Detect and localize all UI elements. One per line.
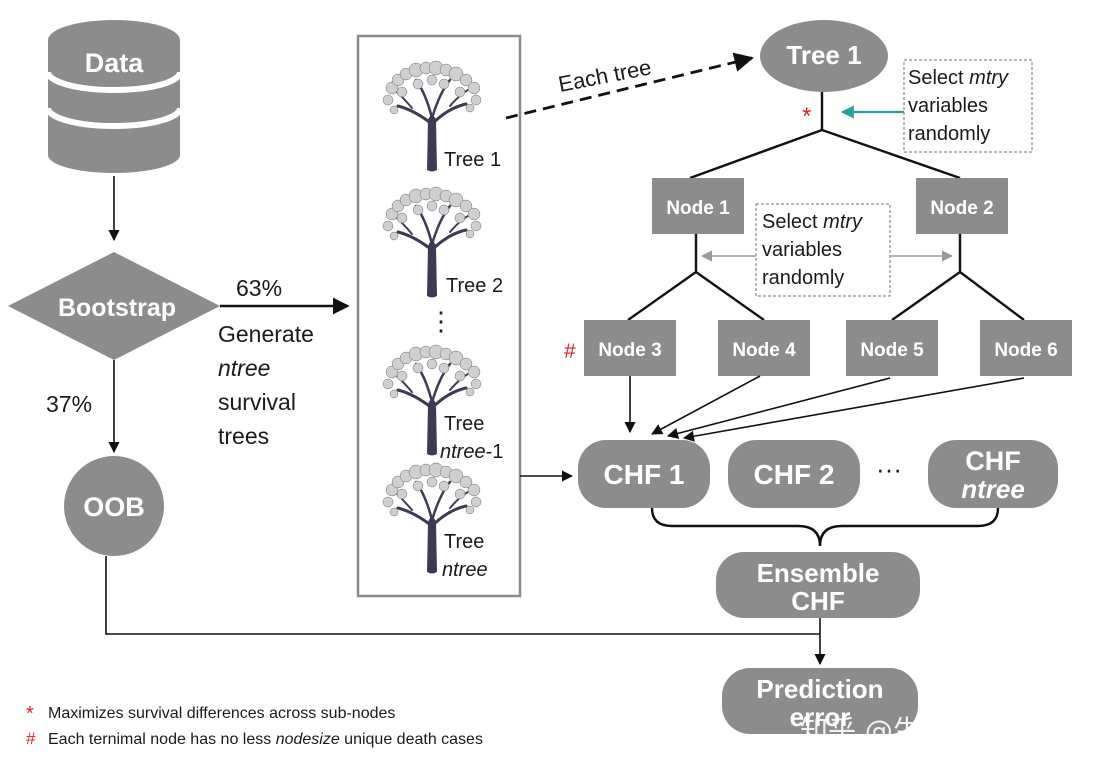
node-6-label: Node 6 bbox=[994, 340, 1057, 361]
chf-1: CHF 1 bbox=[578, 440, 710, 508]
generate-line-1: Generate bbox=[218, 321, 314, 347]
oob-node: OOB bbox=[64, 456, 164, 556]
select-top-line-2: variables bbox=[908, 95, 988, 117]
forest-tree-n-label-a: Tree bbox=[444, 531, 484, 553]
select-top-line-3: randomly bbox=[908, 123, 990, 145]
prediction-error: Prediction error bbox=[722, 668, 918, 734]
legend-hash-symbol: # bbox=[26, 729, 36, 748]
forest-tree-n1-label-a: Tree bbox=[444, 413, 484, 435]
select-mtry-top-box bbox=[903, 59, 1033, 153]
node-6-to-chf1-arrow bbox=[682, 377, 1025, 442]
bootstrap-label: Bootstrap bbox=[58, 294, 176, 322]
node-4: Node 4 bbox=[718, 320, 810, 376]
forest-tree-n1-italic: ntree bbox=[440, 441, 486, 463]
node-2-branches bbox=[891, 234, 1025, 321]
data-database: Data bbox=[45, 20, 183, 173]
each-tree-arrow bbox=[505, 52, 754, 120]
hash-mark: # bbox=[564, 340, 576, 363]
chf-brace bbox=[650, 507, 1000, 547]
node-6: Node 6 bbox=[980, 320, 1072, 376]
forest-tree-1-label: Tree 1 bbox=[444, 149, 501, 171]
node-3: Node 3 bbox=[584, 320, 676, 376]
select-mid-line-1: Select mtry bbox=[762, 211, 863, 233]
node-1-branches bbox=[627, 234, 765, 321]
pct-63-label: 63% bbox=[236, 275, 282, 301]
pct-37-label: 37% bbox=[46, 391, 92, 417]
tree-root-label: Tree 1 bbox=[786, 40, 861, 70]
chf-2: CHF 2 bbox=[728, 440, 860, 508]
select-top-line-1: Select mtry bbox=[908, 67, 1009, 89]
prediction-line-1: Prediction bbox=[756, 674, 883, 704]
forest-tree-n1-suffix: -1 bbox=[486, 441, 504, 463]
select-mid-line-3: randomly bbox=[762, 267, 844, 289]
oob-label: OOB bbox=[83, 492, 145, 522]
prediction-line-2: error bbox=[790, 702, 851, 732]
ensemble-line-2: CHF bbox=[791, 586, 844, 616]
node-1: Node 1 bbox=[652, 178, 744, 234]
chf-ntree: CHF ntree bbox=[928, 440, 1058, 508]
node-5-label: Node 5 bbox=[860, 340, 924, 361]
select-mtry-mid-box bbox=[755, 203, 891, 297]
star-mark: * bbox=[802, 103, 811, 130]
generate-line-2: ntree bbox=[218, 355, 270, 381]
each-tree-label: Each tree bbox=[556, 54, 653, 97]
generate-text: Generate ntree survival trees bbox=[218, 321, 314, 449]
chf-ntree-label-a: CHF bbox=[965, 446, 1021, 476]
tree-root: Tree 1 bbox=[760, 20, 888, 92]
node-2-label: Node 2 bbox=[930, 198, 993, 219]
watermark-text: 知乎 @生信学习者 bbox=[800, 714, 1033, 747]
select-mid-line-2: variables bbox=[762, 239, 842, 261]
node-1-label: Node 1 bbox=[666, 198, 730, 219]
chf-2-label: CHF 2 bbox=[754, 459, 835, 490]
node-4-to-chf1-arrow bbox=[651, 375, 761, 435]
forest-tree-n-label-b: ntree bbox=[442, 559, 488, 581]
node-5-to-chf1-arrow bbox=[666, 377, 891, 439]
forest-tree-n1-label-b: ntree-1 bbox=[440, 441, 503, 463]
ensemble-chf: Ensemble CHF bbox=[716, 552, 920, 618]
node-2: Node 2 bbox=[916, 178, 1008, 234]
generate-line-4: trees bbox=[218, 423, 269, 449]
bootstrap-diamond: Bootstrap bbox=[8, 252, 220, 360]
legend: * Maximizes survival differences across … bbox=[26, 703, 483, 748]
data-label: Data bbox=[85, 48, 145, 78]
oob-to-prediction-line bbox=[105, 556, 820, 635]
node-5: Node 5 bbox=[846, 320, 938, 376]
root-branches bbox=[689, 128, 961, 180]
legend-star-symbol: * bbox=[26, 703, 34, 725]
legend-star-text: Maximizes survival differences across su… bbox=[48, 705, 395, 722]
legend-hash-text: Each ternimal node has no less nodesize … bbox=[48, 731, 483, 748]
chf-1-label: CHF 1 bbox=[604, 459, 685, 490]
node-3-label: Node 3 bbox=[598, 340, 661, 361]
node-4-label: Node 4 bbox=[732, 340, 796, 361]
forest-tree-2-label: Tree 2 bbox=[446, 275, 503, 297]
forest-ellipsis: ⋮ bbox=[428, 306, 454, 336]
generate-line-3: survival bbox=[218, 389, 296, 415]
ensemble-line-1: Ensemble bbox=[757, 558, 880, 588]
chf-ntree-label-b: ntree bbox=[961, 474, 1025, 504]
chf-dots: ··· bbox=[876, 454, 902, 484]
